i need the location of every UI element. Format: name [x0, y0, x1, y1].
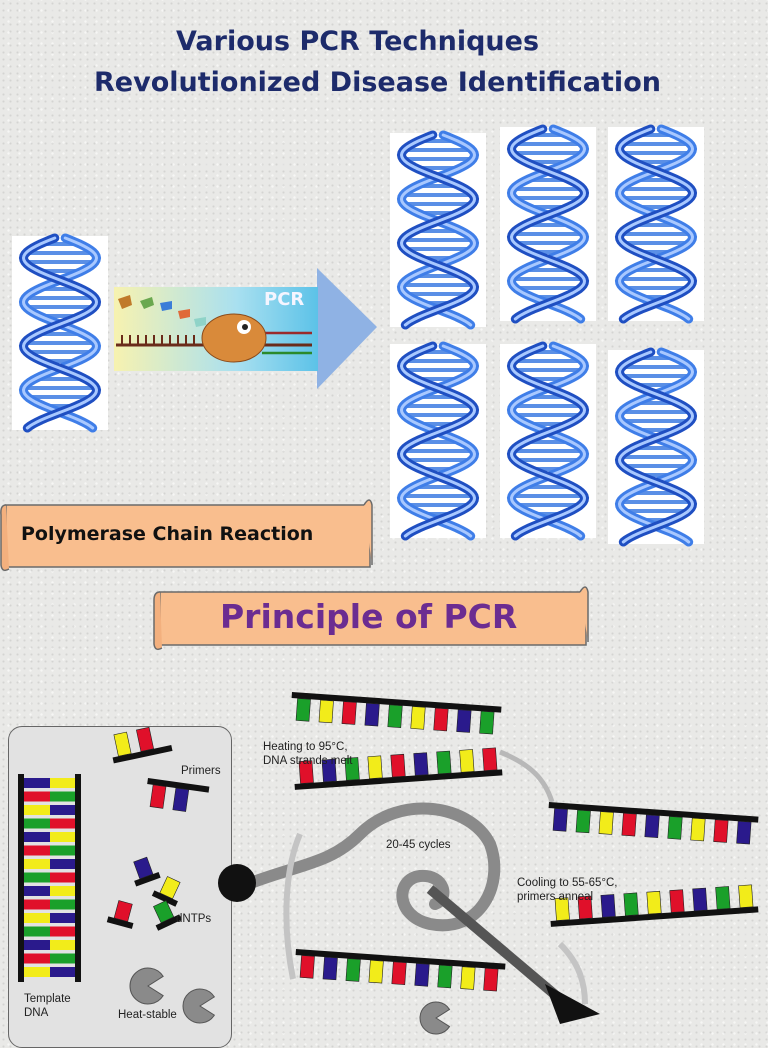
title-line-1: Various PCR Techniques [176, 26, 540, 57]
pcr-cycle-diagram [18, 692, 759, 1035]
label-template-line1: Template [24, 993, 71, 1005]
dna-helix-template [12, 233, 108, 433]
banner-principle [153, 586, 589, 651]
dna-strand-extended [295, 949, 506, 992]
dna-strand-melted-bottom [294, 747, 503, 790]
template-dna-strand [18, 774, 81, 982]
label-primers: Primers [181, 765, 221, 777]
label-heat-stable: Heat-stable [118, 1009, 177, 1021]
pcr-arrow-label: PCR [264, 289, 304, 310]
dna-strand-annealed-top [548, 802, 759, 845]
primer-fragment [112, 726, 173, 764]
label-heating: Heating to 95°C, DNA strands melt [263, 740, 352, 768]
dntp-nucleotide [151, 876, 181, 907]
banner-principle-text: Principle of PCR [220, 597, 518, 636]
dna-helix-copy [390, 130, 486, 330]
dna-helix-copy [390, 341, 486, 541]
banner-pcr-name-text: Polymerase Chain Reaction [21, 523, 314, 545]
label-template-line2: DNA [24, 1007, 49, 1019]
dna-helix-copy [500, 341, 596, 541]
dntp-nucleotide [153, 900, 182, 931]
label-heating-line2: DNA strands melt [263, 755, 353, 767]
dna-helix-copy [608, 347, 704, 547]
title-line-2: Revolutionized Disease Identification [94, 67, 661, 98]
banner-pcr-name [0, 499, 373, 572]
dna-helix-copy [500, 124, 596, 324]
polymerase-enzyme [419, 1001, 451, 1035]
primer-fragment [147, 778, 210, 812]
polymerase-enzyme [129, 967, 164, 1005]
dna-strand-melted-top [291, 692, 502, 735]
label-cooling-line2: primers anneal [517, 891, 594, 903]
polymerase-enzyme [182, 988, 216, 1024]
label-cooling: Cooling to 55-65°C, primers anneal [517, 876, 618, 904]
dntp-nucleotide [106, 900, 134, 929]
label-cooling-line1: Cooling to 55-65°C, [517, 877, 618, 889]
label-heating-line1: Heating to 95°C, [263, 741, 348, 753]
label-cycles: 20-45 cycles [386, 839, 451, 851]
dna-strand-annealed-bottom [550, 884, 759, 927]
label-template-dna: Template DNA [24, 992, 71, 1020]
pcr-arrow: PCR [114, 268, 377, 389]
dna-helix-copy [608, 124, 704, 324]
label-dntps: dNTPs [176, 913, 212, 925]
dntp-nucleotide [133, 856, 161, 887]
